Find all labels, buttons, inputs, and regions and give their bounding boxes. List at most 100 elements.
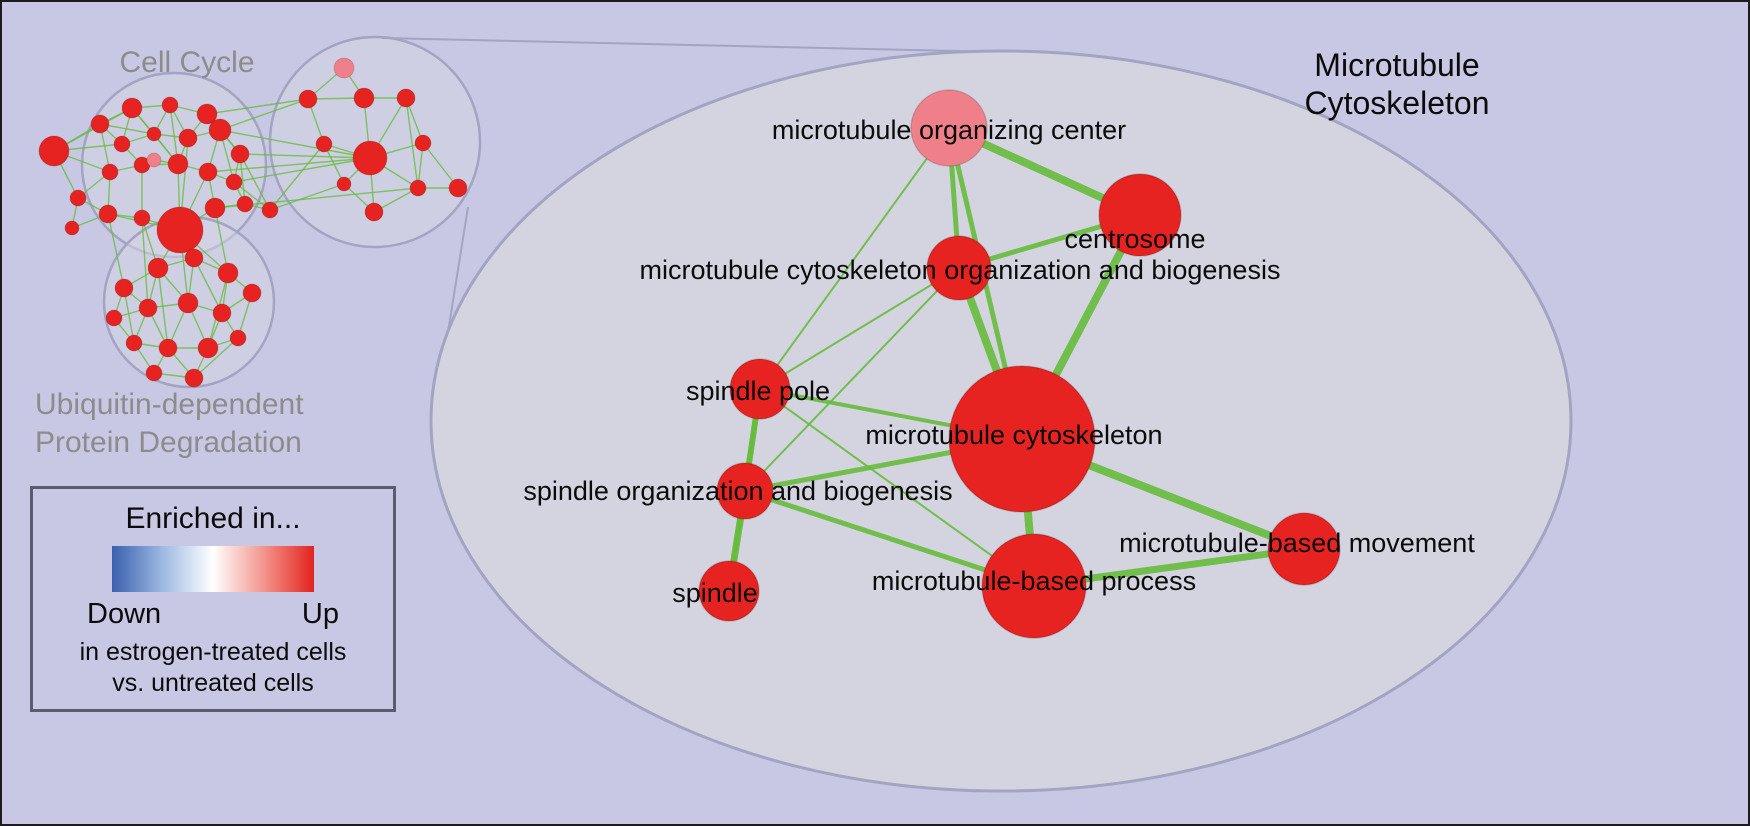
detail-edge xyxy=(759,388,1035,587)
overview-node xyxy=(146,126,162,142)
overview-node xyxy=(156,206,204,254)
overview-node xyxy=(167,153,189,175)
overview-node xyxy=(230,144,250,164)
detail-edge xyxy=(759,127,950,390)
detail-edge xyxy=(759,267,960,390)
overview-node xyxy=(158,338,178,358)
detail-node-label-spindle: spindle xyxy=(672,578,758,608)
overview-edge xyxy=(239,153,271,211)
overview-node xyxy=(161,96,179,114)
overview-edge xyxy=(141,217,149,309)
overview-node xyxy=(217,262,239,284)
overview-node xyxy=(177,292,199,314)
overview-node xyxy=(414,134,432,152)
overview-node xyxy=(184,368,204,388)
overview-node xyxy=(448,178,468,198)
overview-edge xyxy=(219,129,371,159)
overview-node xyxy=(225,173,243,191)
detail-node-spindle-organization-and-biogenesis xyxy=(716,462,774,520)
overview-node xyxy=(114,278,134,298)
overview-node xyxy=(333,57,355,79)
overview-edge xyxy=(157,267,169,349)
overview-edge xyxy=(123,287,135,344)
legend-down-label: Down xyxy=(87,598,162,630)
detail-node-microtubule-cytoskeleton-organization-and-biogenesis xyxy=(926,235,992,301)
overview-node xyxy=(396,88,416,108)
overview-edge xyxy=(219,98,309,131)
overview-node xyxy=(315,135,333,153)
legend-title: Enriched in... xyxy=(125,502,301,535)
overview-node xyxy=(121,97,143,119)
detail-title-line2: Cytoskeleton xyxy=(1304,85,1490,121)
legend-box: Enriched in... Down Up in estrogen-treat… xyxy=(30,486,396,712)
legend-up-label: Up xyxy=(301,598,339,630)
detail-node-label-microtubule-cytoskeleton-organization-and-biogenesis: microtubule cytoskeleton organization an… xyxy=(640,255,1281,285)
detail-node-label-spindle-pole: spindle pole xyxy=(686,376,830,406)
overview-node xyxy=(364,202,384,222)
detail-node-microtubule-based-process xyxy=(981,533,1087,639)
detail-title-line1: Microtubule xyxy=(1314,47,1480,83)
detail-cluster-title: Microtubule Cytoskeleton xyxy=(1257,46,1537,122)
overview-edge xyxy=(405,97,419,189)
detail-node-microtubule-organizing-center xyxy=(910,89,988,167)
overview-node xyxy=(69,189,87,207)
overview-node xyxy=(261,201,279,219)
overview-node xyxy=(38,135,70,167)
legend-gradient-bar xyxy=(112,546,314,592)
detail-node-centrosome xyxy=(1098,173,1182,257)
overview-node xyxy=(98,204,118,224)
legend-scale-labels: Down Up xyxy=(87,598,339,631)
ubiquitin-label-line2: Protein Degradation xyxy=(35,426,302,459)
detail-node-spindle xyxy=(698,560,760,622)
detail-node-microtubule-based-movement xyxy=(1267,512,1341,586)
overview-edge xyxy=(239,153,371,159)
overview-node xyxy=(242,283,262,303)
overview-node xyxy=(133,209,151,227)
detail-node-microtubule-cytoskeleton xyxy=(948,365,1096,513)
overview-node xyxy=(409,179,427,197)
overview-edge xyxy=(214,207,229,274)
overview-node xyxy=(90,114,110,134)
detail-edge xyxy=(744,267,960,492)
detail-node-label-spindle-organization-and-biogenesis: spindle organization and biogenesis xyxy=(523,476,952,506)
overview-edge xyxy=(207,157,371,173)
detail-node-label-microtubule-cytoskeleton: microtubule cytoskeleton xyxy=(865,420,1162,450)
overview-edge xyxy=(99,123,155,135)
overview-node xyxy=(198,162,218,182)
overview-node xyxy=(145,364,163,382)
legend-desc-line2: vs. untreated cells xyxy=(112,669,314,697)
overview-node xyxy=(125,334,143,352)
legend-desc-line1: in estrogen-treated cells xyxy=(79,638,347,666)
overview-node xyxy=(197,337,219,359)
overview-node xyxy=(336,176,352,192)
overview-node xyxy=(353,87,375,109)
ubiquitin-label-line1: Ubiquitin-dependent xyxy=(35,388,304,421)
overview-node xyxy=(184,248,204,268)
overview-edge xyxy=(107,213,125,289)
overview-node xyxy=(212,303,232,323)
overview-node xyxy=(208,118,232,142)
overview-node xyxy=(147,257,169,279)
overview-edge xyxy=(206,98,309,115)
cluster-label-cell-cycle: Cell Cycle xyxy=(119,46,255,79)
overview-node xyxy=(204,197,226,219)
overview-node xyxy=(229,329,247,347)
overview-node xyxy=(146,152,162,168)
legend-description: in estrogen-treated cells vs. untreated … xyxy=(33,637,393,699)
overview-node xyxy=(105,309,123,327)
detail-node-label-microtubule-organizing-center: microtubule organizing center xyxy=(772,115,1126,145)
overview-edge xyxy=(193,257,223,314)
overview-node xyxy=(352,140,388,176)
detail-node-label-centrosome: centrosome xyxy=(1064,224,1205,254)
overview-node xyxy=(178,128,198,148)
overview-node xyxy=(101,163,119,181)
overview-node xyxy=(298,89,318,109)
detail-node-spindle-pole xyxy=(729,358,791,420)
detail-node-label-microtubule-based-movement: microtubule-based movement xyxy=(1119,528,1475,558)
overview-edge xyxy=(269,143,325,211)
overview-node xyxy=(138,298,158,318)
zoom-connector-line xyxy=(381,37,1003,53)
cluster-label-ubiquitin: Ubiquitin-dependent Protein Degradation xyxy=(35,386,304,462)
